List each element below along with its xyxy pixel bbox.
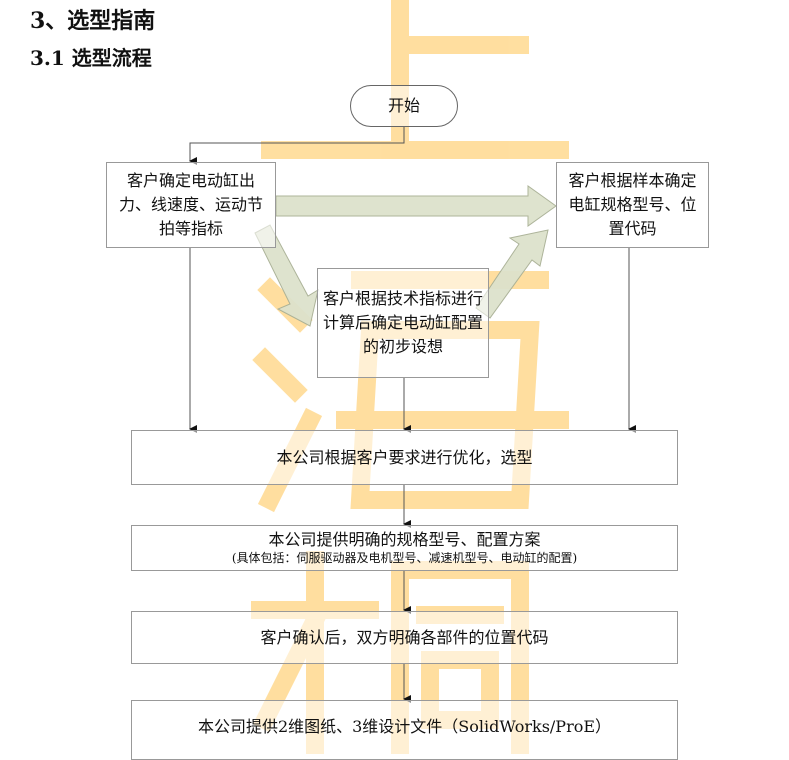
block-arrow-down-right <box>254 224 319 327</box>
step-customer-sample: 客户根据样本确定电缸规格型号、位置代码 <box>556 162 709 248</box>
step-provide-spec: 本公司提供明确的规格型号、配置方案 (具体包括：伺服驱动器及电机型号、减速机型号… <box>131 525 678 571</box>
start-node: 开始 <box>350 85 458 127</box>
step-customer-calc: 客户根据技术指标进行计算后确定电动缸配置的初步设想 <box>317 268 489 378</box>
step-optimize: 本公司根据客户要求进行优化，选型 <box>131 430 678 485</box>
block-arrow-right <box>275 185 557 227</box>
step-provide-spec-detail: (具体包括：伺服驱动器及电机型号、减速机型号、电动缸的配置) <box>231 551 578 565</box>
connector-start-to-indicators <box>189 127 405 165</box>
step-provide-spec-title: 本公司提供明确的规格型号、配置方案 <box>268 530 541 549</box>
step-drawings: 本公司提供2维图纸、3维设计文件（SolidWorks/ProE） <box>131 700 678 760</box>
step-customer-indicators: 客户确定电动缸出力、线速度、运动节拍等指标 <box>106 162 276 248</box>
subsection-heading: 3.1 选型流程 <box>30 46 152 70</box>
section-heading: 3、选型指南 <box>30 8 156 34</box>
step-confirm: 客户确认后，双方明确各部件的位置代码 <box>131 611 678 664</box>
